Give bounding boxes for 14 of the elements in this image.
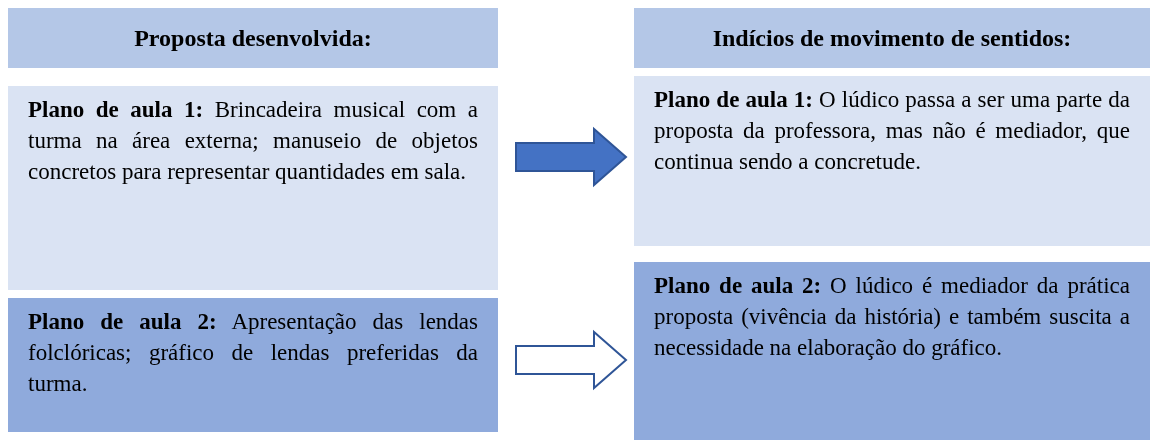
paragraph-text: Plano de aula 1: Brincadeira musical com a turma na área externa; manuseio de objetos concretos para representar quantidades em sala. [28, 96, 478, 186]
heading-text: Proposta desenvolvida: [134, 24, 372, 53]
text-box [634, 76, 1150, 246]
header-box [634, 8, 1150, 68]
paragraph-text: Plano de aula 2: O lúdico é mediador da prática proposta (vivência da história) e também suscita a necessidade na elaboração do gráfico. [654, 272, 1130, 362]
text-box [8, 86, 498, 290]
header-box [8, 8, 498, 68]
text-box [634, 262, 1150, 440]
paragraph-text: Plano de aula 1: O lúdico passa a ser uma parte da proposta da professora, mas não é mediador, que continua sendo a concretude. [654, 86, 1130, 176]
paragraph-text: Plano de aula 2: Apresentação das lendas folclóricas; gráfico de lendas preferidas da turma. [28, 308, 478, 398]
heading-text: Indícios de movimento de sentidos: [712, 24, 1072, 53]
block-arrow [515, 329, 628, 391]
block-arrow [515, 126, 628, 188]
text-box [8, 298, 498, 432]
